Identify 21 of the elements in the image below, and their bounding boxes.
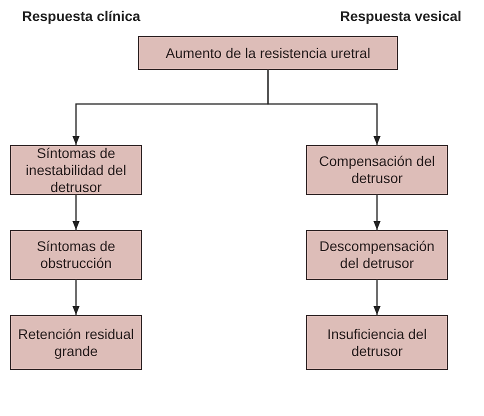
process-box [306, 145, 448, 195]
process-box [138, 36, 398, 70]
box-text: Descompensación del detrusor [318, 238, 436, 272]
arrow [267, 70, 381, 145]
arrow [72, 280, 80, 315]
box-text: Insuficiencia del detrusor [326, 326, 428, 360]
box-text: Síntomas de inestabilidad del detrusor [24, 144, 128, 196]
process-box [10, 145, 142, 195]
box-text: Aumento de la resistencia uretral [166, 44, 370, 62]
column-heading: Respuesta vesical [340, 8, 462, 24]
arrow [72, 195, 80, 230]
process-box [10, 315, 142, 370]
process-box [306, 315, 448, 370]
box-text: Síntomas de obstrucción [36, 238, 116, 272]
process-box [10, 230, 142, 280]
process-box [306, 230, 448, 280]
arrow [373, 280, 381, 315]
column-heading: Respuesta clínica [22, 8, 140, 24]
box-text: Compensación del detrusor [318, 153, 436, 187]
box-text: Retención residual grande [17, 326, 135, 360]
arrow [373, 195, 381, 230]
